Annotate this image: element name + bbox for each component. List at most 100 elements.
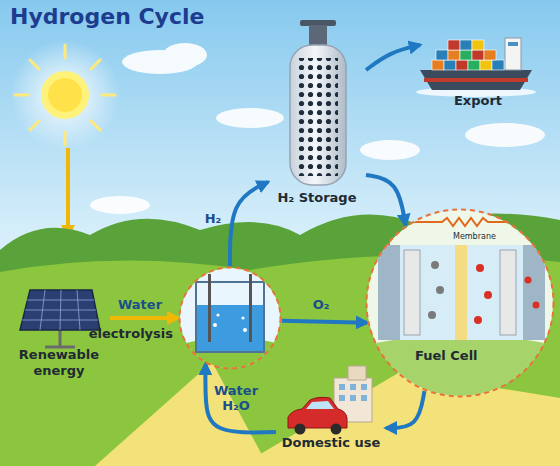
cargo-ship: [480, 60, 492, 70]
electrolyzer-illustration: [196, 305, 264, 351]
solar-panel: [77, 290, 80, 330]
fuel-cell-illustration: [476, 264, 484, 272]
storage-tank: H₂ Storage: [268, 30, 366, 206]
circle-outline: [178, 266, 282, 370]
cargo-ship: [432, 40, 504, 70]
fuel-cell-illustration: [484, 291, 492, 299]
electrolyzer-illustration: [178, 268, 285, 372]
flow-arrow: [366, 175, 406, 225]
node-label: Export: [420, 93, 536, 109]
cargo-ship: [508, 42, 518, 46]
cargo-ship: [472, 50, 484, 60]
domestic-illustration: [331, 424, 342, 435]
electrolyzer-circle: electrolysis: [178, 266, 282, 370]
tree-line: [0, 214, 560, 466]
flow-arrow: [282, 321, 367, 323]
cargo-ship: [420, 70, 532, 90]
fuel-cell-illustration: [378, 245, 400, 340]
cargo-ship: [436, 50, 448, 60]
flow-arrow: [205, 364, 276, 433]
cargo-ship: [460, 40, 472, 50]
fuel-cell-illustration: [436, 286, 444, 294]
edge-label: Water H₂O: [213, 384, 259, 414]
cargo-ship: [505, 38, 521, 70]
sun: [10, 40, 120, 150]
sun: [41, 71, 89, 119]
cargo-ship: [456, 60, 468, 70]
sun: [91, 121, 100, 130]
cloud: [163, 43, 207, 67]
sun: [64, 132, 67, 145]
electrolyzer-illustration: [180, 268, 280, 368]
fuel-cell-illustration: [389, 218, 534, 245]
sun: [102, 94, 115, 97]
solar-panel: [60, 290, 61, 330]
flow-arrow: [386, 391, 424, 428]
cargo-ship: [432, 60, 444, 70]
domestic-illustration: [361, 384, 367, 390]
cloud: [90, 196, 150, 214]
domestic-illustration: [350, 395, 356, 401]
cargo-ship: [468, 60, 480, 70]
electrolyzer-illustration: [178, 274, 285, 372]
dashed-circle: [367, 210, 554, 397]
cargo-ship: [492, 60, 504, 70]
domestic-illustration: [348, 366, 366, 380]
sunlight-arrow: [66, 148, 70, 236]
diagram-title: Hydrogen Cycle: [10, 4, 204, 29]
domestic-illustration: [295, 424, 306, 435]
node-label: H₂ Storage: [268, 190, 366, 206]
electrolyzer-illustration: [249, 274, 252, 342]
fuel-cell-illustration: [365, 218, 555, 400]
fuel-cell-illustration: [404, 250, 420, 335]
fuel-cell-illustration: [365, 210, 555, 400]
solar-panel: [20, 290, 100, 330]
electrolyzer-illustration: [196, 282, 264, 352]
fuel-cell-illustration: [365, 335, 555, 400]
domestic-illustration: [288, 366, 372, 435]
light-beam: [95, 362, 268, 466]
hydrogen-tank: [298, 58, 338, 176]
fuel-cell-illustration: [533, 302, 540, 309]
cargo-ship: [448, 50, 460, 60]
edge-label: O₂: [304, 298, 338, 313]
cloud: [465, 123, 545, 147]
sun: [30, 121, 39, 130]
domestic-illustration: [350, 384, 356, 390]
cargo-ship: [472, 40, 484, 50]
fuel-cell-illustration: [428, 311, 436, 319]
light-beam: [240, 372, 560, 466]
cargo-ship: [448, 40, 460, 50]
domestic-illustration: [339, 384, 345, 390]
node-label: electrolysis: [89, 326, 173, 342]
domestic-illustration: [339, 384, 367, 401]
cargo-ship: [484, 50, 496, 60]
fuel-cell-illustration: [431, 261, 439, 269]
edge-label: H₂: [200, 212, 226, 227]
sun: [15, 94, 28, 97]
cargo-ship: [460, 50, 472, 60]
electrolyzer-illustration: [213, 323, 217, 327]
sun: [30, 60, 39, 69]
electrolyzer-illustration: [208, 274, 211, 342]
hydrogen-tank: [290, 20, 346, 185]
hydrogen-tank: [290, 45, 346, 185]
flow-arrow: [366, 45, 420, 70]
fuel-cell-illustration: [378, 245, 545, 340]
node-label: Membrane: [453, 232, 496, 242]
fuel-cell-illustration: [525, 277, 532, 284]
domestic-illustration: [288, 397, 347, 428]
electrolyzer-illustration: [241, 316, 244, 319]
solar-panel: [20, 290, 100, 347]
fuel-cell-illustration: [474, 316, 482, 324]
fuel-cell-illustration: [455, 245, 467, 340]
flow-arrow: [110, 316, 178, 320]
flow-arrow: [230, 182, 268, 266]
cargo-ship: [444, 60, 456, 70]
node-label: Fuel Cell: [415, 348, 478, 364]
solar-panel: [22, 290, 98, 330]
domestic-illustration: [306, 401, 334, 409]
sun: [15, 45, 115, 145]
